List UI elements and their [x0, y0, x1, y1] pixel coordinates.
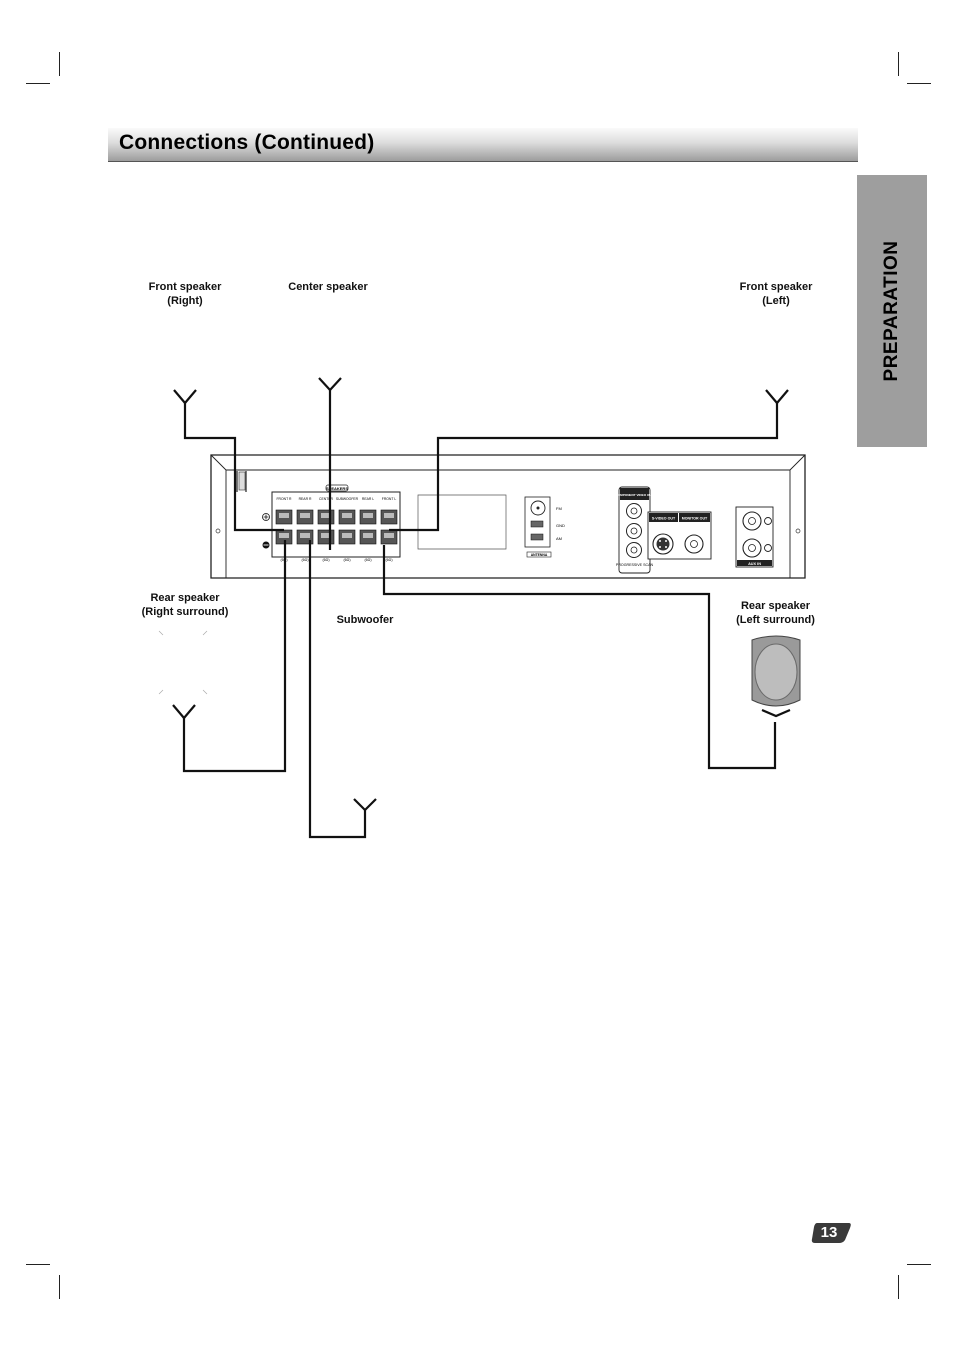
crop-mark	[898, 1275, 899, 1299]
crop-mark	[26, 83, 50, 84]
terminal-label-rear-r: REAR R	[299, 497, 312, 501]
terminal-label-front-l: FRONT L	[382, 497, 397, 501]
page-number-badge: 13	[811, 1222, 851, 1244]
page-title: Connections (Continued)	[119, 131, 375, 154]
progressive-scan-label: PROGRESSIVE SCAN	[616, 563, 654, 567]
s-video-out-label: S-VIDEO OUT	[652, 517, 676, 521]
label-center: Center speaker	[288, 281, 368, 293]
receiver-rear-panel: SPEAKERS FRONT R REAR R CENTER SUBWOOFER…	[210, 454, 806, 579]
label-subwoofer: Subwoofer	[336, 614, 394, 626]
impedance-label: (6Ω)	[301, 558, 308, 562]
terminal-label-center: CENTER	[319, 497, 333, 501]
crop-mark	[59, 1275, 60, 1299]
monitor-out-label: MONITOR OUT	[682, 517, 708, 521]
impedance-label: (6Ω)	[364, 558, 371, 562]
antenna-header: ANTENNA	[531, 553, 548, 557]
aux-in-label: AUX IN	[748, 562, 761, 566]
impedance-label: (6Ω)	[343, 558, 350, 562]
component-video-out-label: COMPONENT VIDEO OUT	[616, 493, 654, 497]
crop-mark	[907, 1264, 931, 1265]
crop-mark	[59, 52, 60, 76]
label-rear-left: Rear speaker (Left surround)	[736, 600, 815, 626]
impedance-label: (6Ω)	[385, 558, 392, 562]
antenna-gnd-label: GND	[556, 523, 565, 528]
rear-right-speaker-outline	[158, 630, 208, 695]
rear-left-speaker	[751, 635, 801, 718]
terminal-label-front-r: FRONT R	[276, 497, 292, 501]
crop-mark	[898, 52, 899, 76]
terminal-label-subwoofer: SUBWOOFER	[336, 497, 359, 501]
impedance-label: (6Ω)	[322, 558, 329, 562]
label-front-right: Front speaker (Right)	[148, 281, 222, 307]
label-front-left: Front speaker (Left)	[739, 281, 813, 307]
antenna-fm-label: FM	[556, 506, 562, 511]
speaker-wires	[172, 377, 789, 839]
label-rear-right: Rear speaker (Right surround)	[141, 592, 229, 618]
antenna-am-label: AM	[556, 536, 562, 541]
crop-mark	[26, 1264, 50, 1265]
section-header: Connections (Continued)	[108, 128, 858, 162]
page-number: 13	[820, 1224, 838, 1241]
chapter-tab: PREPARATION	[857, 175, 927, 447]
speakers-header: SPEAKERS	[326, 486, 348, 491]
terminal-label-rear-l: REAR L	[362, 497, 374, 501]
crop-mark	[907, 83, 931, 84]
